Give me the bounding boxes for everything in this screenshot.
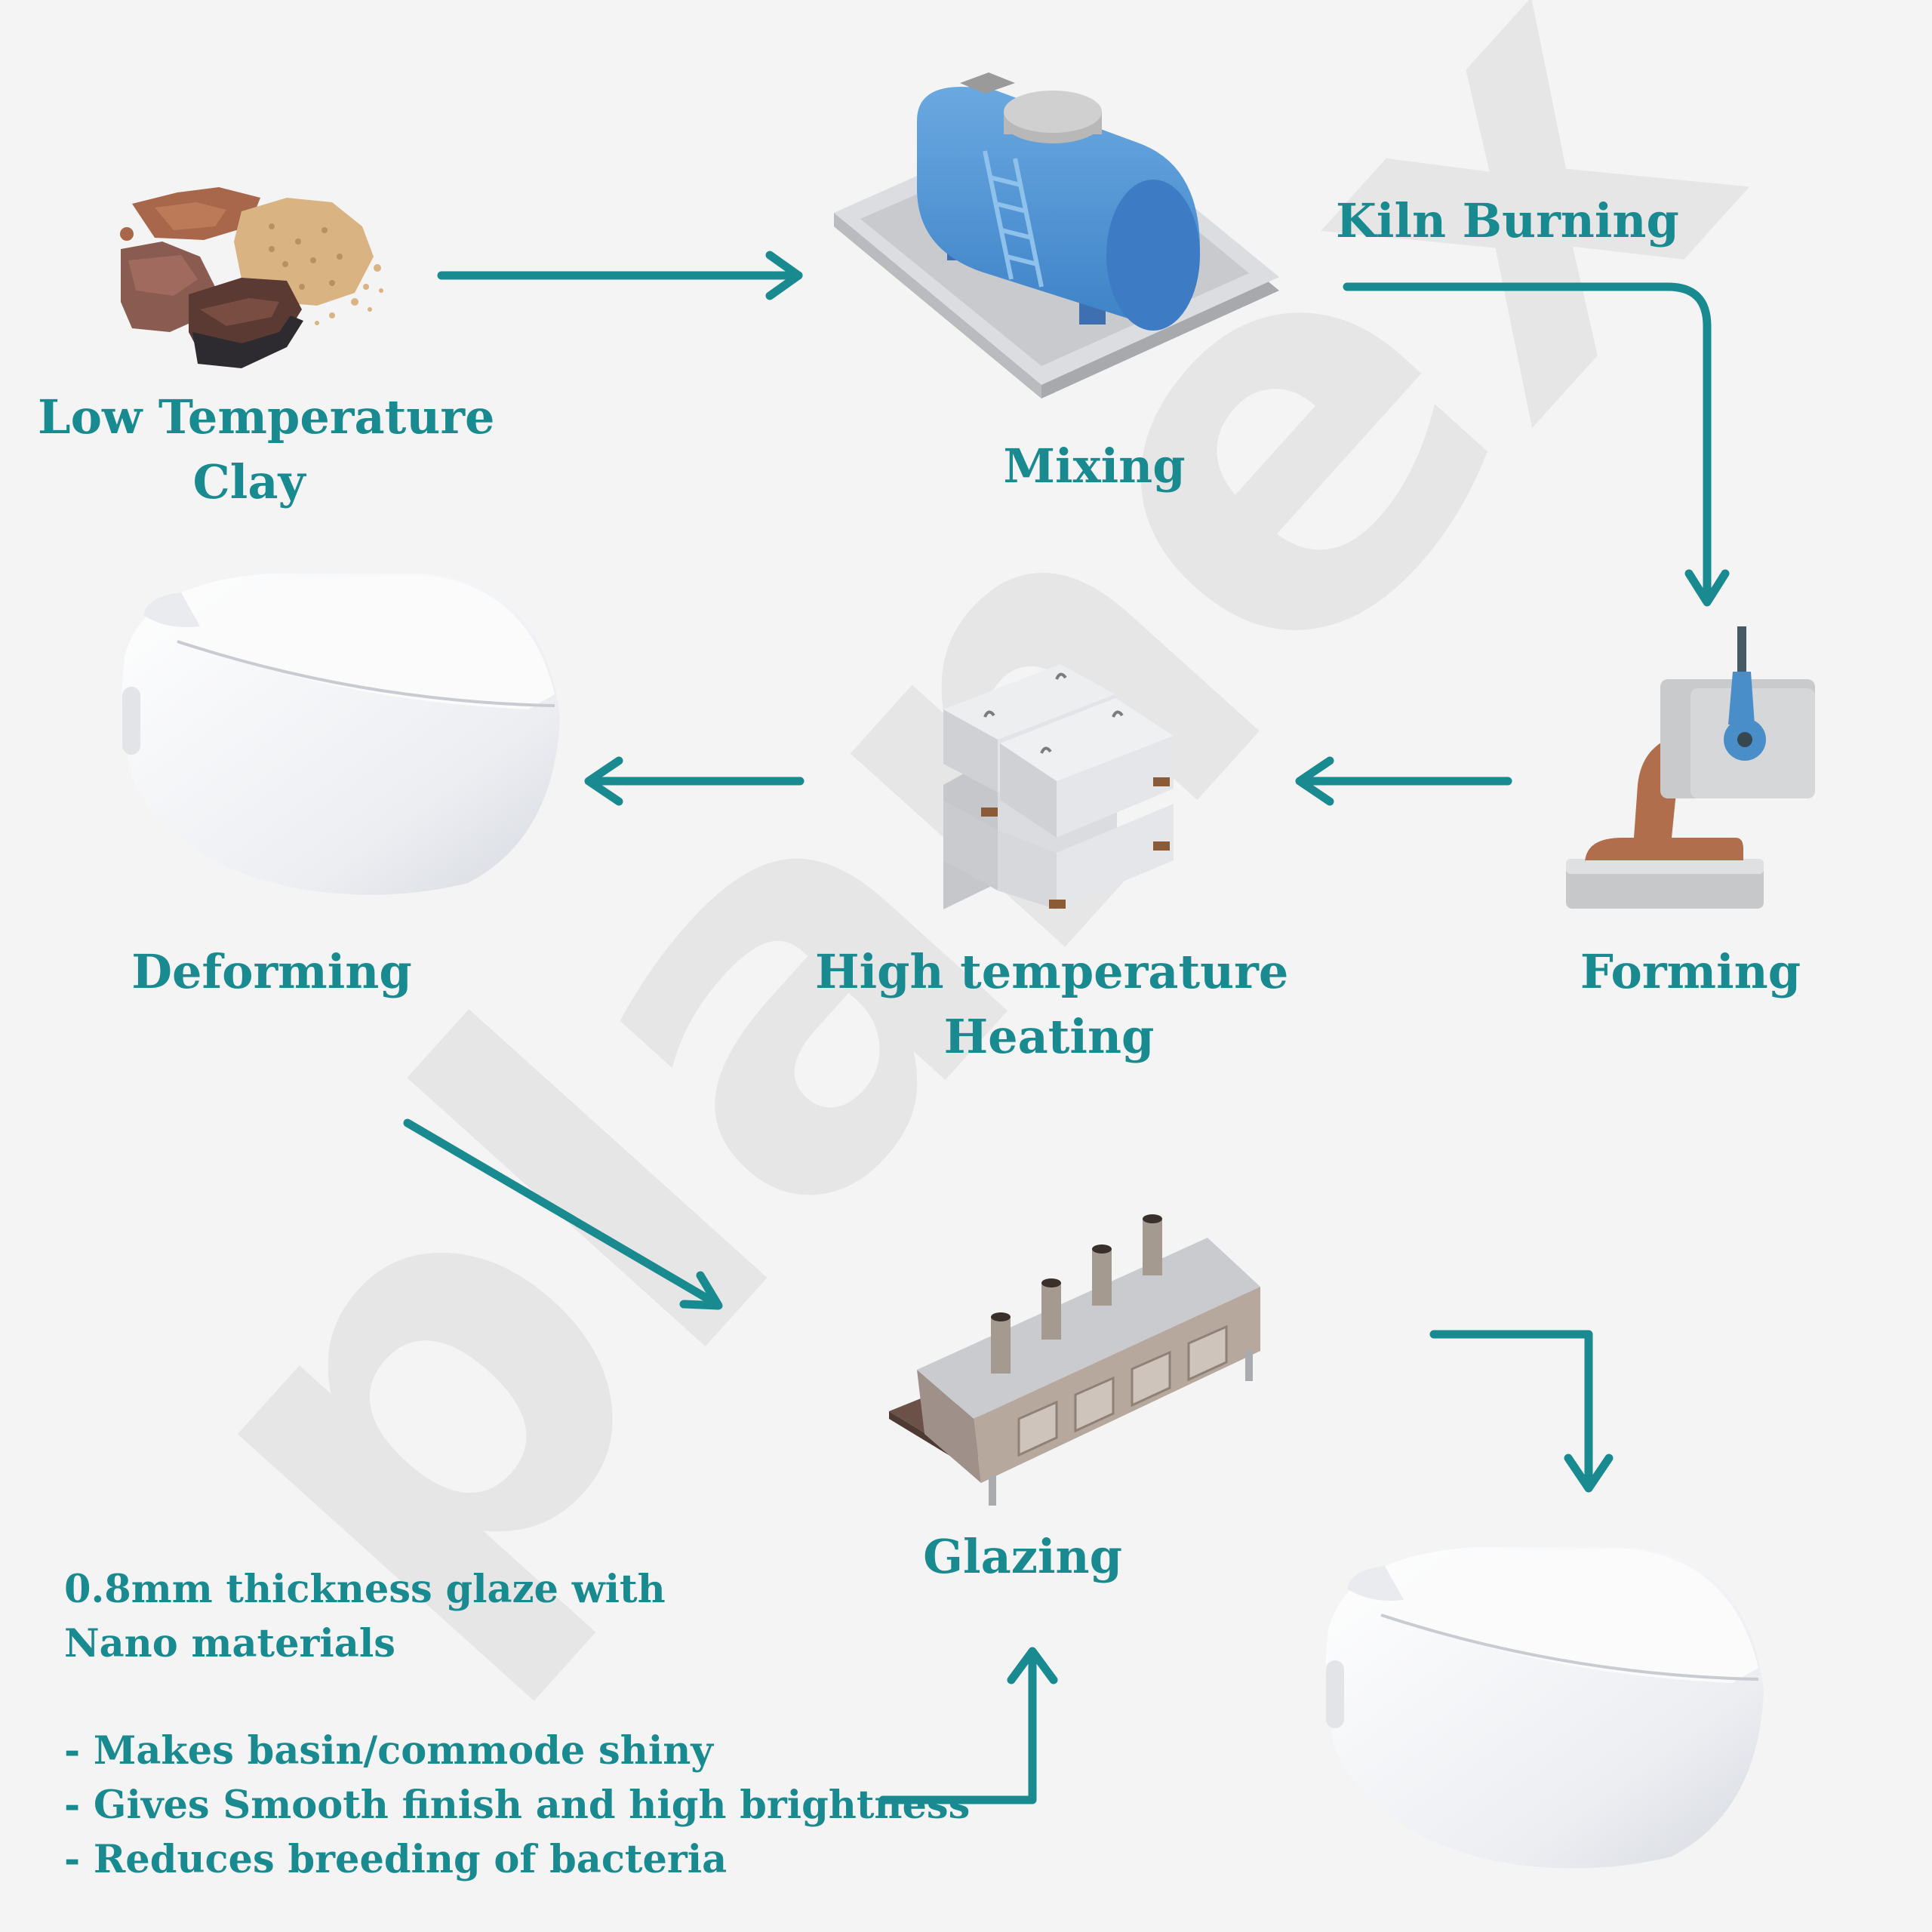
- mixing-tank-icon: [834, 72, 1279, 398]
- notes-line2: Nano materials: [64, 1621, 395, 1666]
- arrow-forming-to-heating: [1295, 756, 1512, 806]
- arrow-glazing-to-final: [1429, 1330, 1614, 1493]
- heating-label-line2: Heating: [943, 1009, 1155, 1064]
- mixing-label: Mixing: [1003, 438, 1186, 494]
- notes-line1: 0.8mm thickness glaze with: [64, 1567, 666, 1612]
- toilet-bowl-icon: [122, 574, 560, 895]
- heating-label: High temperature Heating: [815, 940, 1289, 1069]
- glazing-label: Glazing: [923, 1529, 1122, 1584]
- notes-bullet: - Reduces breeding of bacteria: [64, 1837, 728, 1882]
- notes-spacer: [64, 1671, 970, 1724]
- clay-label-line2: Clay: [192, 454, 306, 509]
- glazing-oven-icon: [889, 1214, 1260, 1506]
- notes-bullet: - Makes basin/commode shiny: [64, 1728, 713, 1774]
- arrow-deforming-to-glazing: [403, 1118, 723, 1310]
- clay-label: Low Temperature Clay: [38, 385, 495, 515]
- arrow-clay-to-mixing: [437, 251, 803, 300]
- stacked-molds-icon: [943, 664, 1174, 909]
- forming-label: Forming: [1580, 944, 1801, 999]
- toilet-bowl-icon: [1325, 1547, 1764, 1869]
- arrow-notes-to-glazing: [878, 1647, 1058, 1804]
- arrow-mixing-to-forming: [1343, 282, 1730, 607]
- deforming-label: Deforming: [131, 944, 412, 999]
- glaze-notes: 0.8mm thickness glaze with Nano material…: [64, 1562, 970, 1887]
- notes-bullet: - Gives Smooth finish and high brightnes…: [64, 1783, 971, 1828]
- kiln-burning-label: Kiln Burning: [1336, 193, 1679, 248]
- arrow-heating-to-deforming: [584, 756, 804, 806]
- heating-label-line1: High temperature: [815, 944, 1289, 999]
- clay-rocks-icon: [120, 187, 383, 368]
- clay-label-line1: Low Temperature: [38, 389, 495, 445]
- forming-machine-icon: [1566, 626, 1815, 909]
